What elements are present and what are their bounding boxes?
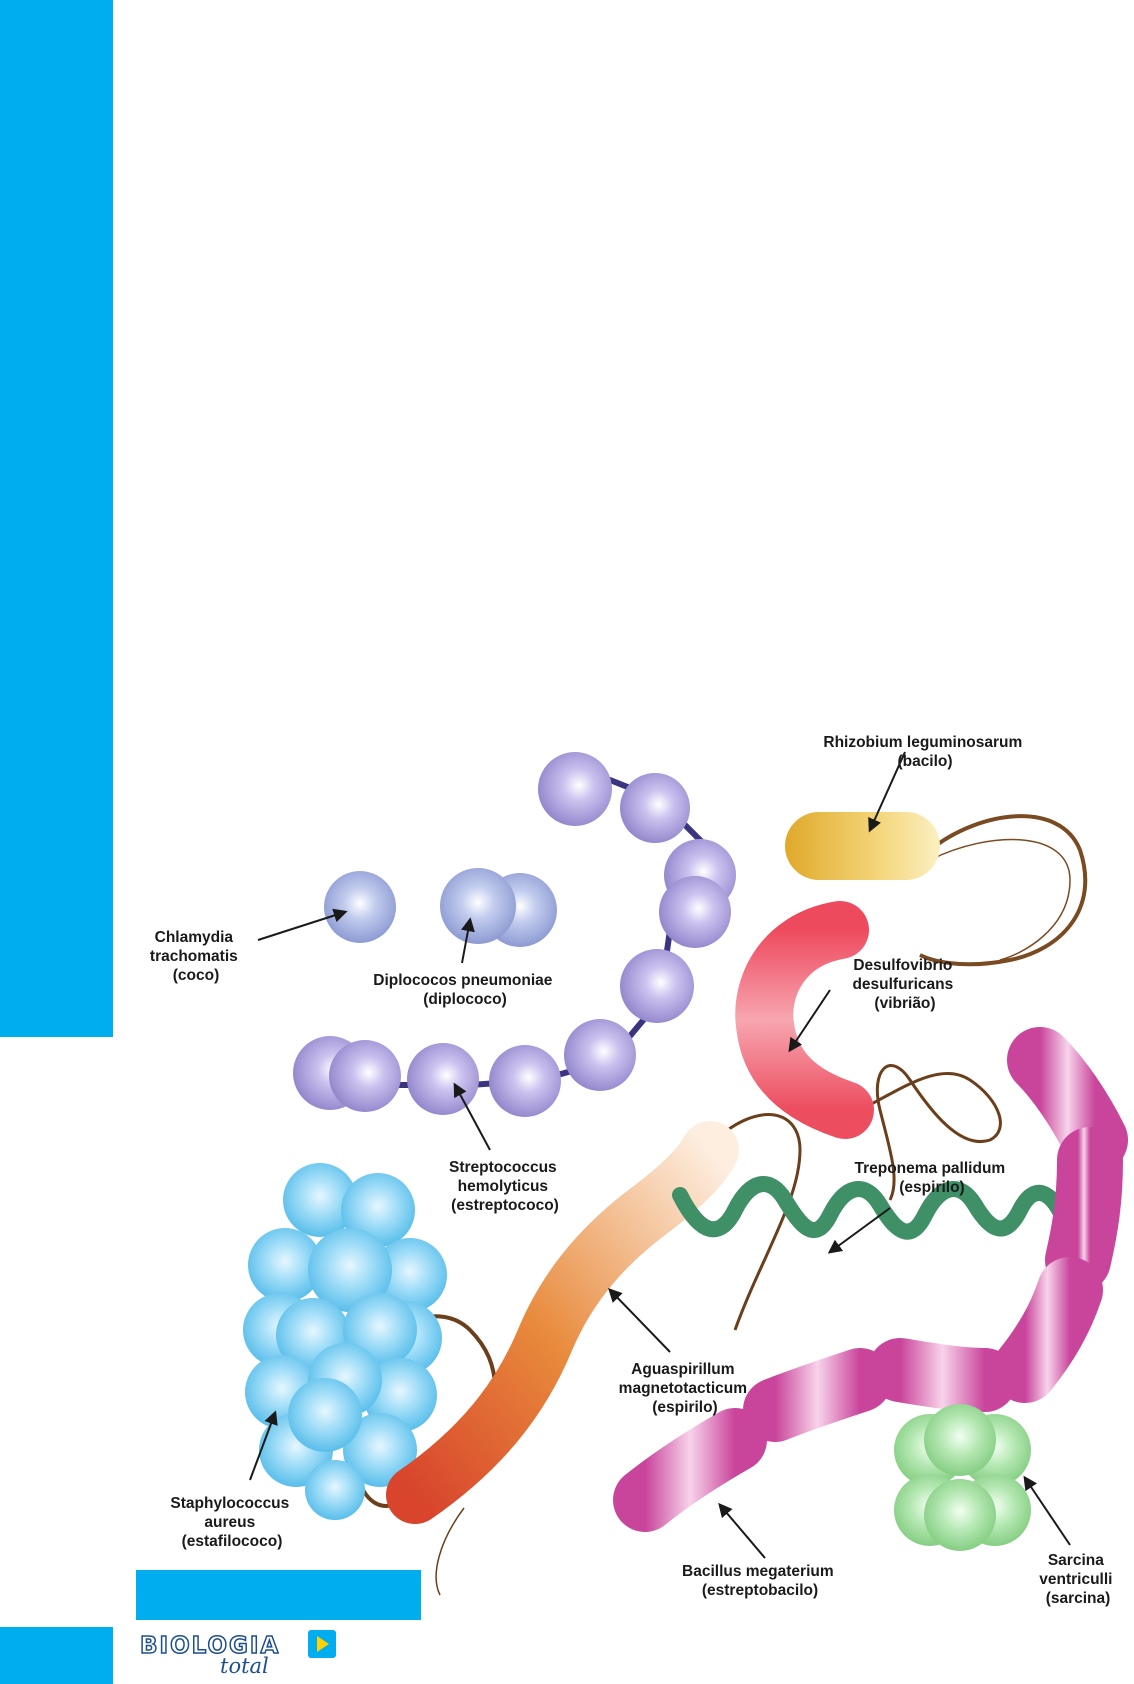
label-treponema: Treponema pallidum (espirilo) (854, 1160, 1009, 1196)
sarcina-cluster (894, 1404, 1031, 1551)
logo-sub: total (220, 1654, 269, 1678)
label-rhizobium: Rhizobium leguminosarum (bacilo) (823, 734, 1026, 770)
staphylococcus-cluster (243, 1163, 447, 1520)
pointer-arrows (249, 751, 1071, 1559)
diplococcus (440, 868, 557, 947)
desulfovibrio-flagellum (859, 1064, 1002, 1201)
label-aguaspirillum: Aguaspirillum magnetotacticum (espirilo) (619, 1361, 752, 1416)
aguaspirillum-flagellum-tail (435, 1507, 465, 1596)
bacillus-megaterium-chain (613, 1027, 1128, 1532)
chlamydia-coccus (324, 871, 396, 943)
label-desulfovibrio: Desulfovibrio desulfuricans (vibrião) (852, 957, 957, 1012)
desulfovibrio-vibrio (735, 901, 874, 1139)
rhizobium-flagellum-2 (929, 838, 1071, 961)
treponema-spirochete (672, 1176, 1078, 1243)
rhizobium-bacillus (785, 812, 940, 880)
play-icon (308, 1630, 336, 1658)
label-diplococos: Diplococos pneumoniae (diplococo) (373, 972, 556, 1008)
caption-bar (136, 1570, 421, 1620)
rhizobium-flagellum (919, 814, 1088, 967)
label-staphylococcus: Staphylococcus aureus (estafilococo) (170, 1495, 293, 1550)
aguaspirillum-flagellum-top (714, 1113, 802, 1331)
label-sarcina: Sarcina ventriculli (sarcina) (1039, 1552, 1117, 1607)
biologia-total-logo: BIOLOGIA total (139, 1627, 340, 1684)
streptococcus-chain (293, 752, 736, 1117)
logo-brand: BIOLOGIA (139, 1632, 281, 1660)
label-chlamydia: Chlamydia trachomatis (coco) (150, 929, 242, 984)
label-bacillus: Bacillus megaterium (estreptobacilo) (682, 1563, 838, 1599)
label-streptococcus: Streptococcus hemolyticus (estreptococo) (449, 1159, 561, 1214)
aguaspirillum-body (386, 1121, 739, 1524)
sidebar-band (0, 0, 113, 1037)
footer-square (0, 1627, 113, 1684)
